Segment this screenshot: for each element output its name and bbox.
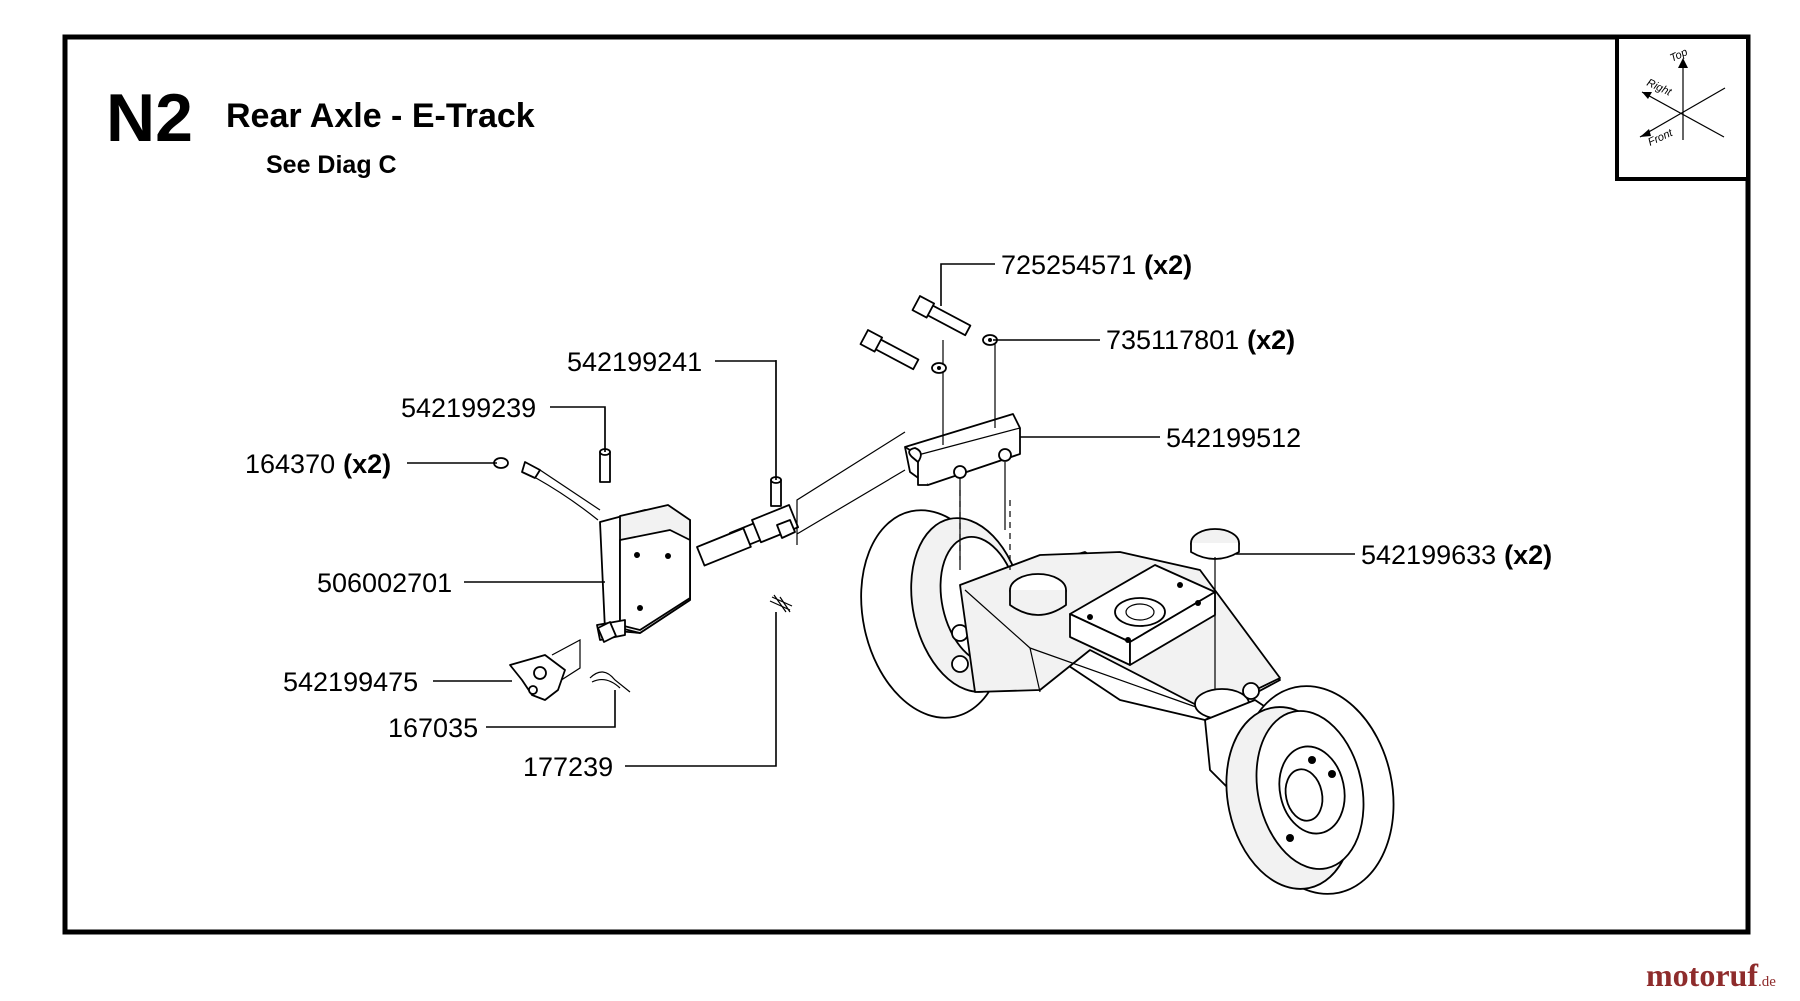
diagram-code: N2 — [106, 80, 193, 156]
callout-542199633: 542199633(x2) — [1361, 540, 1552, 570]
orientation-indicator: Top Right Front — [1615, 35, 1750, 181]
callout-177239: 177239 — [523, 752, 613, 782]
spring-pin-illustration — [769, 594, 793, 613]
watermark-logo: motoruf.de — [1646, 957, 1776, 993]
bracket-illustration — [904, 340, 1021, 570]
diagram-frame — [62, 34, 1751, 935]
callout-542199475: 542199475 — [283, 667, 418, 697]
leader-lines — [407, 263, 1355, 767]
callout-725254571: 725254571(x2) — [1001, 250, 1192, 280]
callout-167035: 167035 — [388, 713, 478, 743]
diagram-subtitle: See Diag C — [266, 151, 397, 179]
callout-164370: 164370(x2) — [245, 449, 391, 479]
callout-542199512: 542199512 — [1166, 423, 1301, 453]
actuator-illustration — [493, 360, 906, 687]
callout-506002701: 506002701 — [317, 568, 452, 598]
hair-clip-illustration — [589, 671, 631, 693]
callout-542199239: 542199239 — [401, 393, 536, 423]
callout-542199241: 542199241 — [567, 347, 702, 377]
bolts-illustration — [859, 295, 998, 374]
diagram-title: Rear Axle - E-Track — [226, 97, 535, 135]
rear-axle-assembly-illustration — [860, 490, 1395, 895]
mount-bracket-illustration — [509, 654, 566, 701]
callout-735117801: 735117801(x2) — [1106, 325, 1295, 355]
